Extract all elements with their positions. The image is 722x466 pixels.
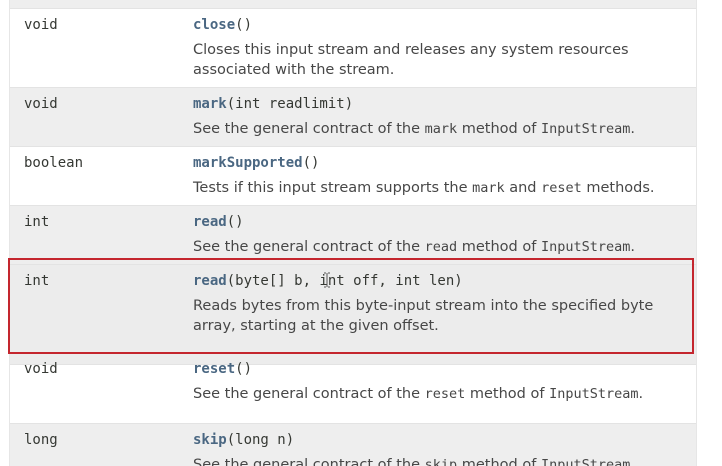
- method-description-cell: close() Closes this input stream and rel…: [193, 15, 688, 80]
- inline-code: mark: [472, 180, 505, 196]
- description-text: method of: [457, 239, 541, 255]
- method-params: (): [302, 155, 320, 171]
- description-text: .: [630, 239, 635, 255]
- method-params: (long n): [226, 432, 295, 448]
- description-text: .: [630, 121, 635, 137]
- inline-code: InputStream: [540, 121, 631, 137]
- table-row: boolean markSupported() Tests if this in…: [10, 147, 696, 206]
- table-row: void close() Closes this input stream an…: [10, 9, 696, 88]
- method-params: (byte[] b, int off, int len): [226, 273, 463, 289]
- modifier-type: boolean: [24, 155, 84, 171]
- description-text: See the general contract of the: [193, 457, 425, 466]
- method-description-cell: markSupported() Tests if this input stre…: [193, 153, 688, 198]
- description-text: Closes this input stream and releases an…: [193, 42, 629, 78]
- inline-code: InputStream: [540, 239, 631, 255]
- method-description: not invocation of a method for this inpu…: [193, 0, 688, 2]
- table-row: not invocation of a method for this inpu…: [10, 0, 696, 9]
- method-description: Tests if this input stream supports the …: [193, 178, 688, 198]
- method-signature: reset(): [193, 359, 688, 379]
- method-description-cell: read() See the general contract of the r…: [193, 212, 688, 257]
- description-text: See the general contract of the: [193, 386, 425, 402]
- method-link-read-bytes[interactable]: read: [193, 273, 227, 289]
- method-summary-table: not invocation of a method for this inpu…: [9, 0, 697, 466]
- method-link-mark[interactable]: mark: [193, 96, 227, 112]
- modifier-type: void: [24, 96, 58, 112]
- modifier-type: void: [24, 361, 58, 377]
- description-text: Reads bytes from this byte-input stream …: [193, 298, 654, 334]
- method-link-marksupported[interactable]: markSupported: [193, 155, 303, 171]
- modifier-type: void: [24, 17, 58, 33]
- method-signature: skip(long n): [193, 430, 688, 450]
- method-description: Closes this input stream and releases an…: [193, 40, 688, 80]
- description-text: .: [630, 457, 635, 466]
- method-description: See the general contract of the skip met…: [193, 455, 688, 466]
- description-text: method of: [457, 457, 541, 466]
- description-text: methods.: [581, 180, 655, 196]
- method-params: (): [235, 17, 253, 33]
- modifier-type: int: [24, 273, 50, 289]
- method-signature: read(byte[] b, int off, int len): [193, 271, 688, 291]
- modifier-type: int: [24, 214, 50, 230]
- text-cursor-icon: [324, 272, 330, 288]
- method-link-skip[interactable]: skip: [193, 432, 227, 448]
- method-signature: close(): [193, 15, 688, 35]
- method-signature: markSupported(): [193, 153, 688, 173]
- description-text: method of: [457, 121, 541, 137]
- table-row: long skip(long n) See the general contra…: [10, 424, 696, 466]
- method-description-cell: read(byte[] b, int off, int len) Reads b…: [193, 271, 688, 336]
- method-description: Reads bytes from this byte-input stream …: [193, 296, 688, 336]
- inline-code: InputStream: [540, 457, 631, 466]
- description-text: See the general contract of the: [193, 121, 425, 137]
- table-row: void mark(int readlimit) See the general…: [10, 88, 696, 147]
- inline-code: reset: [541, 180, 582, 196]
- modifier-type: long: [24, 432, 58, 448]
- description-text: Tests if this input stream supports the: [193, 180, 473, 196]
- method-params: (): [226, 214, 244, 230]
- method-signature: read(): [193, 212, 688, 232]
- inline-code: reset: [424, 386, 466, 402]
- inline-code: read: [424, 239, 458, 255]
- description-text: and: [504, 180, 542, 196]
- method-description-cell: reset() See the general contract of the …: [193, 359, 688, 404]
- description-text: .: [638, 386, 644, 402]
- method-description: See the general contract of the read met…: [193, 237, 688, 257]
- method-description: See the general contract of the mark met…: [193, 119, 688, 139]
- table-row: int read(byte[] b, int off, int len) Rea…: [10, 265, 696, 365]
- inline-code: mark: [424, 121, 458, 137]
- method-description-cell: mark(int readlimit) See the general cont…: [193, 94, 688, 139]
- inline-code: InputStream: [549, 386, 639, 402]
- method-link-close[interactable]: close: [193, 17, 236, 33]
- method-params: (): [235, 361, 253, 377]
- method-params: (int readlimit): [226, 96, 354, 112]
- method-description: See the general contract of the reset me…: [193, 384, 688, 404]
- description-text: See the general contract of the: [193, 239, 425, 255]
- table-row: int read() See the general contract of t…: [10, 206, 696, 265]
- inline-code: skip: [424, 457, 458, 466]
- description-text: method of: [465, 386, 550, 402]
- method-link-read[interactable]: read: [193, 214, 227, 230]
- method-description-cell: skip(long n) See the general contract of…: [193, 430, 688, 466]
- method-link-reset[interactable]: reset: [193, 361, 236, 377]
- method-description-cell: not invocation of a method for this inpu…: [193, 0, 688, 2]
- table-row: void reset() See the general contract of…: [10, 361, 696, 424]
- method-signature: mark(int readlimit): [193, 94, 688, 114]
